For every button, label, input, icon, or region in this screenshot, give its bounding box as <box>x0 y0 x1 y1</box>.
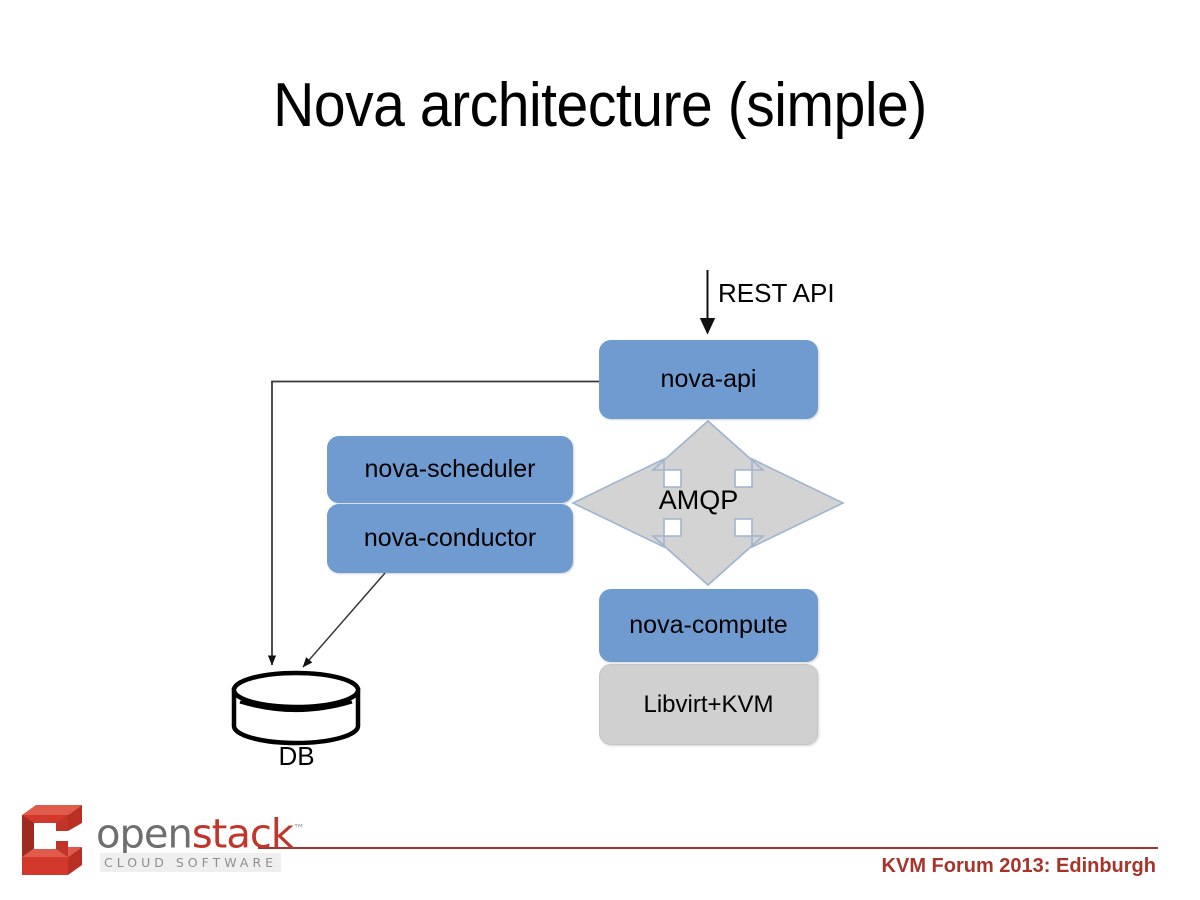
amqp-bus-shape <box>571 419 845 587</box>
footer-divider <box>258 847 1158 849</box>
database-label: DB <box>278 741 315 771</box>
node-nova-compute[interactable]: nova-compute <box>599 589 818 662</box>
logo-tagline: CLOUD SOFTWARE <box>100 853 282 872</box>
database-cylinder-icon <box>231 670 361 746</box>
nova-api-to-db-connector <box>267 380 599 666</box>
logo-word-open: open <box>96 811 193 858</box>
node-libvirt-kvm-label: Libvirt+KVM <box>643 690 774 718</box>
node-nova-scheduler-label: nova-scheduler <box>364 455 536 483</box>
node-nova-scheduler[interactable]: nova-scheduler <box>327 436 573 503</box>
openstack-wordmark: openstack™ <box>96 809 305 854</box>
node-nova-compute-label: nova-compute <box>629 611 788 639</box>
node-nova-conductor[interactable]: nova-conductor <box>327 504 573 573</box>
page-title: Nova architecture (simple) <box>273 71 927 140</box>
node-libvirt-kvm[interactable]: Libvirt+KVM <box>599 664 818 745</box>
rest-api-label: REST API <box>718 278 835 308</box>
trademark-icon: ™ <box>293 822 306 836</box>
openstack-cube-icon <box>22 805 82 875</box>
node-nova-conductor-label: nova-conductor <box>363 524 537 552</box>
node-nova-api[interactable]: nova-api <box>599 340 818 419</box>
footer-event-label: KVM Forum 2013: Edinburgh <box>881 855 1156 877</box>
nova-conductor-to-db-connector <box>302 572 386 668</box>
logo-word-stack: stack <box>191 811 294 858</box>
openstack-logo: openstack™ CLOUD SOFTWARE <box>16 795 305 885</box>
node-nova-api-label: nova-api <box>660 365 757 393</box>
